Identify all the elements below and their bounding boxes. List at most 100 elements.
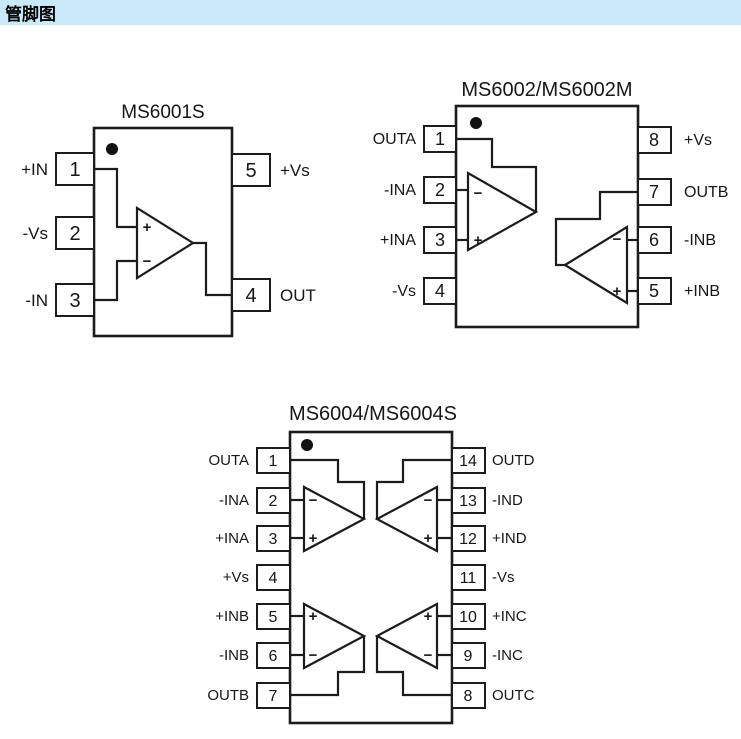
pin-number: 4 xyxy=(435,281,445,301)
pin-box xyxy=(451,525,486,552)
plus-input-marker: + xyxy=(424,530,433,547)
minus-input-marker: − xyxy=(309,647,318,664)
pin-box xyxy=(451,682,486,709)
pin-box xyxy=(637,126,672,154)
wire-outa xyxy=(290,458,366,519)
pin-label: +INB xyxy=(684,283,720,300)
pin-box xyxy=(256,642,291,669)
pin-number: 11 xyxy=(460,570,477,587)
pin-label: -INA xyxy=(384,182,416,199)
chip1-pin-3: 3 -IN xyxy=(25,283,95,317)
pin-box xyxy=(637,226,672,254)
pin-number: 8 xyxy=(649,130,659,150)
chip3-pin-12: 12 +IND xyxy=(451,525,527,552)
pin-number: 12 xyxy=(459,531,477,548)
pin-box xyxy=(231,153,271,187)
pin-number: 1 xyxy=(69,159,80,181)
pin-number: 3 xyxy=(435,230,445,250)
pin-box xyxy=(423,125,457,153)
pin-box xyxy=(55,216,95,250)
pin-label: OUTD xyxy=(492,452,535,469)
pin-box xyxy=(637,277,672,305)
chip2-pin-4: 4 -Vs xyxy=(392,277,457,305)
chip1-pin-2: 2 -Vs xyxy=(23,216,95,250)
chip-title: MS6002/MS6002M xyxy=(461,79,632,101)
pin-label: OUTC xyxy=(492,687,535,704)
pin-box xyxy=(256,447,291,474)
pin-number: 1 xyxy=(435,129,445,149)
pin-label: OUT xyxy=(280,286,316,305)
plus-input-marker: + xyxy=(424,608,433,625)
pin-number: 4 xyxy=(245,285,256,307)
chip3-pin-11: 11 -Vs xyxy=(451,564,515,591)
opamp-triangle-icon xyxy=(135,206,196,280)
pin-label: -Vs xyxy=(392,283,416,300)
plus-input-marker: + xyxy=(613,283,622,300)
pin-number: 3 xyxy=(69,290,80,312)
opamp-b-triangle-icon xyxy=(562,225,629,305)
pin-box xyxy=(451,564,486,591)
chip2-pin-5: 5 +INB xyxy=(637,277,720,305)
minus-input-marker: − xyxy=(613,231,622,248)
chip-ms6004: MS6004/MS6004S − + − + + − + xyxy=(207,403,535,725)
pin-label: -IN xyxy=(25,291,48,310)
pin-number: 9 xyxy=(464,648,473,665)
pin-label: -INB xyxy=(219,647,249,664)
pin-box xyxy=(423,226,457,254)
pin-number: 4 xyxy=(269,570,278,587)
pin-label: +Vs xyxy=(280,161,310,180)
wire-outb xyxy=(554,190,638,267)
pin-label: -INB xyxy=(684,232,716,249)
pin-number: 13 xyxy=(459,493,477,510)
pin-label: -Vs xyxy=(492,569,515,586)
opamp-c-triangle-icon xyxy=(374,602,439,670)
pin-number: 7 xyxy=(649,182,659,202)
pin-number: 1 xyxy=(269,453,278,470)
pin-box xyxy=(231,278,271,312)
chip3-pin-3: 3 +INA xyxy=(215,525,291,552)
pin-box xyxy=(55,152,95,186)
chip-ms6001s: MS6001S + − 1 +IN 2 -Vs 3 xyxy=(21,102,316,338)
pin-box xyxy=(451,603,486,630)
pin1-indicator-dot-icon xyxy=(301,439,313,451)
chip3-pin-4: 4 +Vs xyxy=(223,564,291,591)
opamp-b-triangle-icon xyxy=(302,602,367,670)
minus-input-marker: − xyxy=(309,492,318,509)
minus-input-marker: − xyxy=(474,185,483,202)
wire-outd xyxy=(375,458,452,519)
pin-number: 5 xyxy=(269,609,278,626)
pin-number: 5 xyxy=(245,160,256,182)
pin-label: +INA xyxy=(215,530,249,547)
chip1-pin-1: 1 +IN xyxy=(21,152,95,186)
pin1-indicator-dot-icon xyxy=(470,117,482,129)
pin-number: 5 xyxy=(649,281,659,301)
chip2-pin-6: 6 -INB xyxy=(637,226,716,254)
chip2-pin-1: 1 OUTA xyxy=(373,125,457,153)
chip3-pin-6: 6 -INB xyxy=(219,642,291,669)
wire-outa xyxy=(456,137,538,212)
pin-label: +INB xyxy=(215,608,249,625)
pin-box xyxy=(55,283,95,317)
opamp-a-triangle-icon xyxy=(302,485,367,553)
pin-label: +INC xyxy=(492,608,527,625)
pin-number: 7 xyxy=(269,688,278,705)
pin-number: 2 xyxy=(269,493,278,510)
pin-number: 10 xyxy=(459,609,477,626)
chip-body xyxy=(288,430,454,725)
section-title: 管脚图 xyxy=(5,5,56,24)
plus-input-marker: + xyxy=(309,530,318,547)
chip2-pin-8: 8 +Vs xyxy=(637,126,712,154)
wire-outb xyxy=(290,636,366,697)
plus-input-marker: + xyxy=(474,232,483,249)
chip-title: MS6001S xyxy=(121,102,204,123)
pin-number: 6 xyxy=(269,648,278,665)
opamp-a-triangle-icon xyxy=(466,171,539,252)
pin1-indicator-dot-icon xyxy=(106,143,118,155)
pin-number: 2 xyxy=(69,223,80,245)
chip1-pin-5: 5 +Vs xyxy=(231,153,310,187)
pin-label: OUTA xyxy=(208,452,249,469)
pin-number: 3 xyxy=(269,531,278,548)
pin-label: +Vs xyxy=(223,569,249,586)
chip2-pin-7: 7 OUTB xyxy=(637,178,728,206)
